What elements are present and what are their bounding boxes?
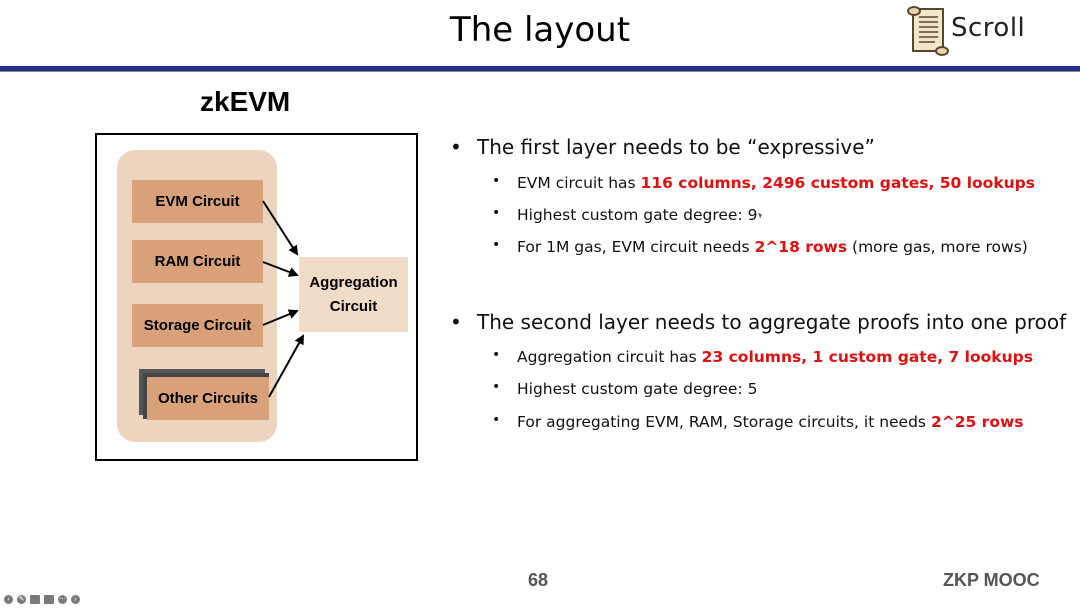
screen-icon[interactable] xyxy=(44,595,54,604)
sub-bullet-highlight: 116 columns, 2496 custom gates, 50 looku… xyxy=(640,174,1035,192)
bullet-dot: • xyxy=(492,379,501,395)
sub-bullet-text: EVM circuit has xyxy=(517,174,641,192)
sub-bullet-text: For aggregating EVM, RAM, Storage circui… xyxy=(517,413,931,431)
sub-bullet-text: Aggregation circuit has xyxy=(517,348,702,366)
player-controls: ‹ ✎ ⋯ › xyxy=(4,595,80,604)
sub-bullet-highlight: 2^25 rows xyxy=(930,413,1024,431)
bullet-dot: • xyxy=(492,205,501,221)
other-circuits-box: Other Circuits xyxy=(147,377,269,420)
mouse-pointer-icon xyxy=(758,211,763,219)
bullet-dot: • xyxy=(492,237,501,253)
scroll-logo: Scroll xyxy=(905,5,1055,57)
bullet-dot: • xyxy=(492,347,501,363)
evm-circuit-box: EVM Circuit xyxy=(132,180,263,223)
sub-bullet-text: For 1M gas, EVM circuit needs xyxy=(517,238,755,256)
bullet-first-layer-text: The first layer needs to be “expressive” xyxy=(477,135,875,159)
back-icon[interactable]: ‹ xyxy=(4,595,13,604)
sub-bullet-highlight: 2^18 rows xyxy=(754,238,848,256)
bullet-dot: • xyxy=(492,173,501,189)
diagram-title: zkEVM xyxy=(200,86,291,117)
scroll-logo-text: Scroll xyxy=(951,13,1026,43)
page-number: 68 xyxy=(528,570,549,590)
header-rule xyxy=(0,66,1080,71)
slide-title: The layout xyxy=(449,10,631,50)
aggregation-circuit-box: Aggregation Circuit xyxy=(299,257,408,332)
sub-bullet-text: Highest custom gate degree: 5 xyxy=(517,380,758,398)
bullet-dot: • xyxy=(450,310,462,334)
sub-bullet-text: Highest custom gate degree: 9 xyxy=(517,206,758,224)
header-rule-thin xyxy=(0,71,1080,72)
sub-bullet-suffix: (more gas, more rows) xyxy=(847,238,1028,256)
aggregation-label-line2: Circuit xyxy=(329,297,378,315)
ram-circuit-box: RAM Circuit xyxy=(132,240,263,283)
aggregation-label-line1: Aggregation xyxy=(309,273,398,291)
bullet-dot: • xyxy=(450,135,462,159)
captions-icon[interactable] xyxy=(30,595,40,604)
footer-brand: ZKP MOOC xyxy=(943,570,1040,590)
pen-icon[interactable]: ✎ xyxy=(17,595,26,604)
storage-circuit-box: Storage Circuit xyxy=(132,304,263,347)
bullet-second-layer-text: The second layer needs to aggregate proo… xyxy=(477,310,1067,334)
scroll-logo-icon xyxy=(907,6,949,56)
bullet-dot: • xyxy=(492,412,501,428)
forward-icon[interactable]: › xyxy=(71,595,80,604)
more-icon[interactable]: ⋯ xyxy=(58,595,67,604)
slide-header: The layout Scroll xyxy=(0,0,1080,66)
sub-bullet-highlight: 23 columns, 1 custom gate, 7 lookups xyxy=(701,348,1033,366)
